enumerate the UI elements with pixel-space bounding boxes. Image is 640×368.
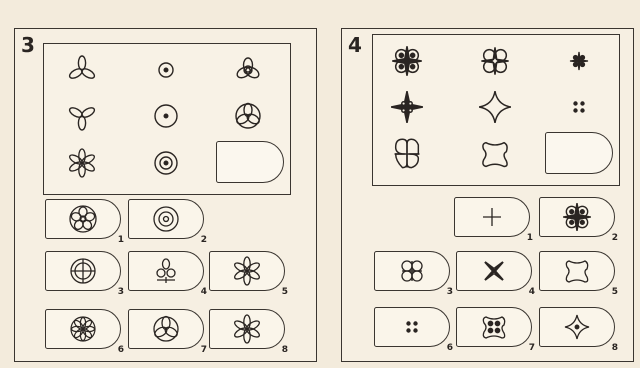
ring-dot-icon [146,96,186,136]
celtic-knot-icon [228,50,268,90]
puzzle-panel-3: 3 [14,28,317,362]
six-petal-flower-icon [232,314,262,344]
figure-matrix [43,43,291,195]
option-number: 4 [201,287,207,297]
figure-matrix [372,34,620,186]
four-point-star-icon [475,87,515,127]
option-8[interactable]: 8 [209,309,285,349]
trefoil-icon [62,50,102,90]
six-petal-flower-icon [232,256,262,286]
circle-three-petal-icon [151,314,181,344]
circle-fan-icon [68,204,98,234]
option-number: 8 [612,343,618,353]
x-star-icon [479,256,509,286]
option-6[interactable]: 6 [374,307,450,347]
option-2[interactable]: 2 [128,199,204,239]
option-number: 1 [118,235,124,245]
option-number: 2 [612,233,618,243]
four-dots-icon [559,87,599,127]
option-5[interactable]: 5 [539,251,615,291]
puzzle-panel-4: 4 [341,28,634,362]
option-7[interactable]: 7 [456,307,532,347]
three-leaf-icon [62,96,102,136]
option-number: 3 [118,287,124,297]
plus-icon [477,202,507,232]
circle-rosette-icon [68,314,98,344]
four-dots-box-icon [479,312,509,342]
option-7[interactable]: 7 [128,309,204,349]
option-number: 2 [201,235,207,245]
option-number: 4 [529,287,535,297]
target-icon [151,204,181,234]
option-4[interactable]: 4 [128,251,204,291]
option-4[interactable]: 4 [456,251,532,291]
small-star-dots-icon [559,41,599,81]
six-petal-flower-icon [62,143,102,183]
quatrefoil-wave-icon [475,134,515,174]
puzzle-number: 3 [21,33,35,57]
option-number: 5 [612,287,618,297]
four-dots-icon [397,312,427,342]
circle-cross-icon [68,256,98,286]
puzzle-number: 4 [348,33,362,57]
option-1[interactable]: 1 [454,197,530,237]
option-8[interactable]: 8 [539,307,615,347]
option-number: 6 [118,345,124,355]
option-5[interactable]: 5 [209,251,285,291]
small-ring-dot-icon [146,50,186,90]
option-number: 5 [282,287,288,297]
four-point-star-icon [387,87,427,127]
option-number: 1 [527,233,533,243]
quatrefoil-icon [397,256,427,286]
double-ring-dot-icon [146,143,186,183]
tree-knot-icon [151,256,181,286]
quatrefoil-wave-icon [562,256,592,286]
quatrefoil-icon [387,134,427,174]
quatrefoil-star-icon [387,41,427,81]
option-number: 3 [447,287,453,297]
option-3[interactable]: 3 [45,251,121,291]
circle-three-petal-icon [228,96,268,136]
option-6[interactable]: 6 [45,309,121,349]
option-3[interactable]: 3 [374,251,450,291]
answer-slot[interactable] [216,141,284,183]
option-number: 8 [282,345,288,355]
option-2[interactable]: 2 [539,197,615,237]
answer-slot[interactable] [545,132,613,174]
option-number: 6 [447,343,453,353]
option-1[interactable]: 1 [45,199,121,239]
option-number: 7 [529,343,535,353]
quatrefoil-cross-icon [475,41,515,81]
option-number: 7 [201,345,207,355]
quatrefoil-star-icon [561,201,593,233]
four-point-star-icon [562,312,592,342]
